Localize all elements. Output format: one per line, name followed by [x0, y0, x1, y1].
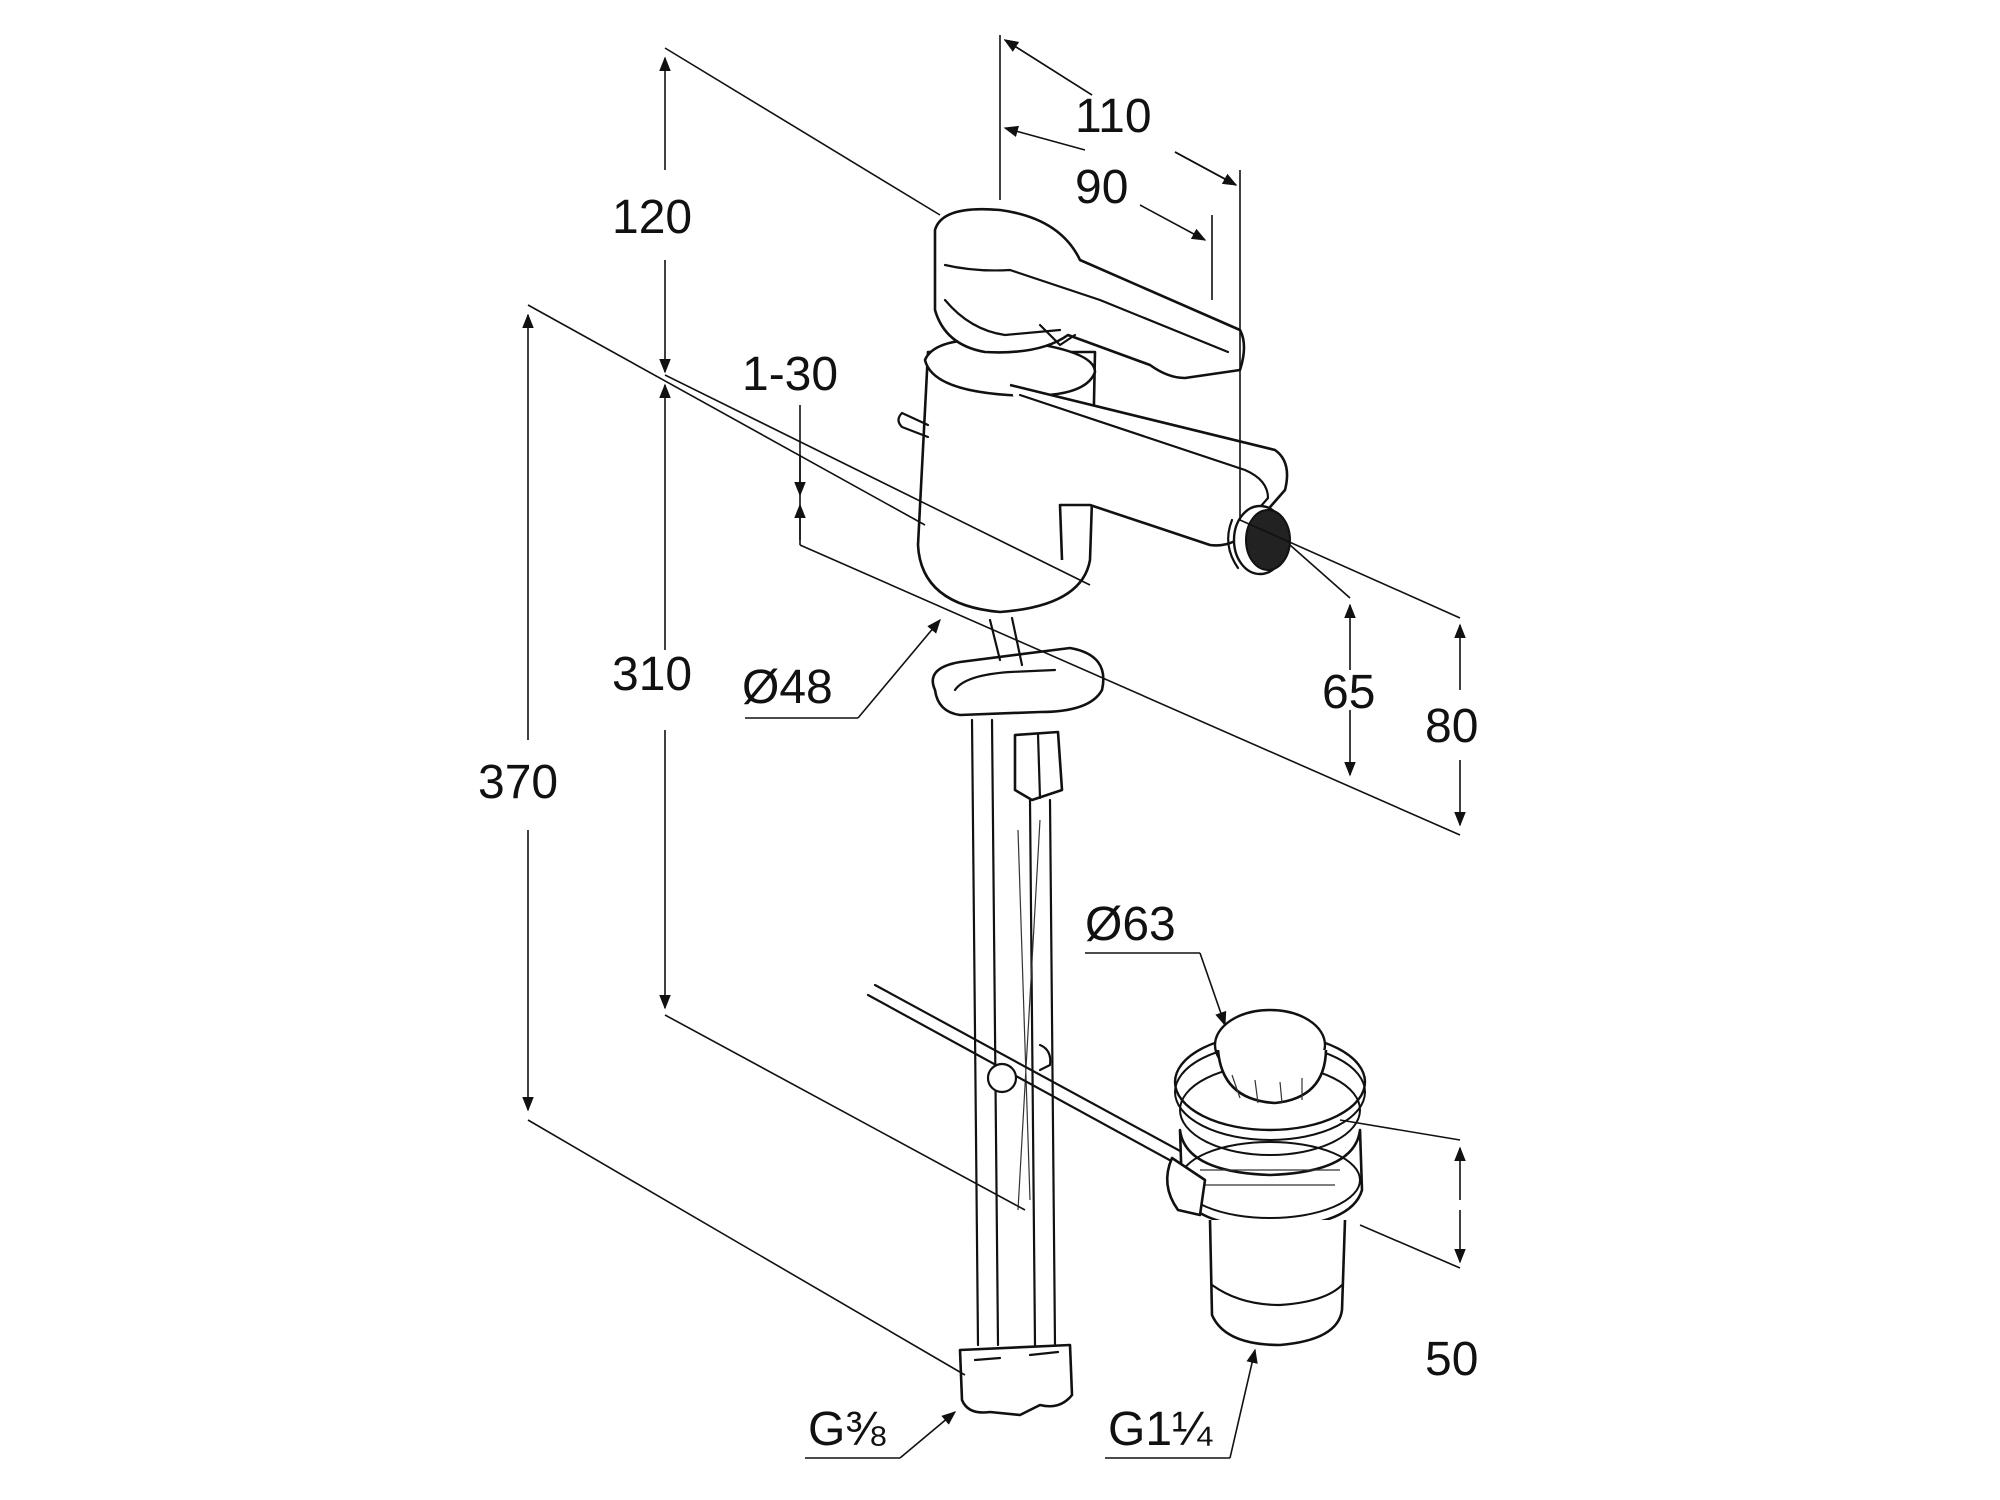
- faucet-body: [897, 207, 1291, 614]
- dim-1-30: 1-30: [742, 348, 838, 401]
- pop-up-waste: [1165, 1008, 1367, 1347]
- dim-120: 120: [612, 191, 692, 244]
- dim-370: 370: [478, 756, 558, 809]
- dim-90: 90: [1075, 161, 1128, 214]
- dim-diameter-48: Ø48: [742, 661, 833, 714]
- thread-g1-1-4: G1¼: [1108, 1403, 1213, 1456]
- dim-310: 310: [612, 648, 692, 701]
- dim-110: 110: [1075, 90, 1152, 143]
- dim-50: 50: [1425, 1333, 1478, 1386]
- thread-g3-8: G⅜: [808, 1403, 886, 1456]
- dimension-labels: 110 90 120 1-30 310 370 Ø48 65 80 Ø63 50…: [478, 90, 1478, 1456]
- dim-65: 65: [1322, 666, 1375, 719]
- mounting-assembly: [866, 616, 1184, 1417]
- dim-diameter-63: Ø63: [1085, 898, 1176, 951]
- dim-80: 80: [1425, 700, 1478, 753]
- dimension-lines: [522, 35, 1466, 1459]
